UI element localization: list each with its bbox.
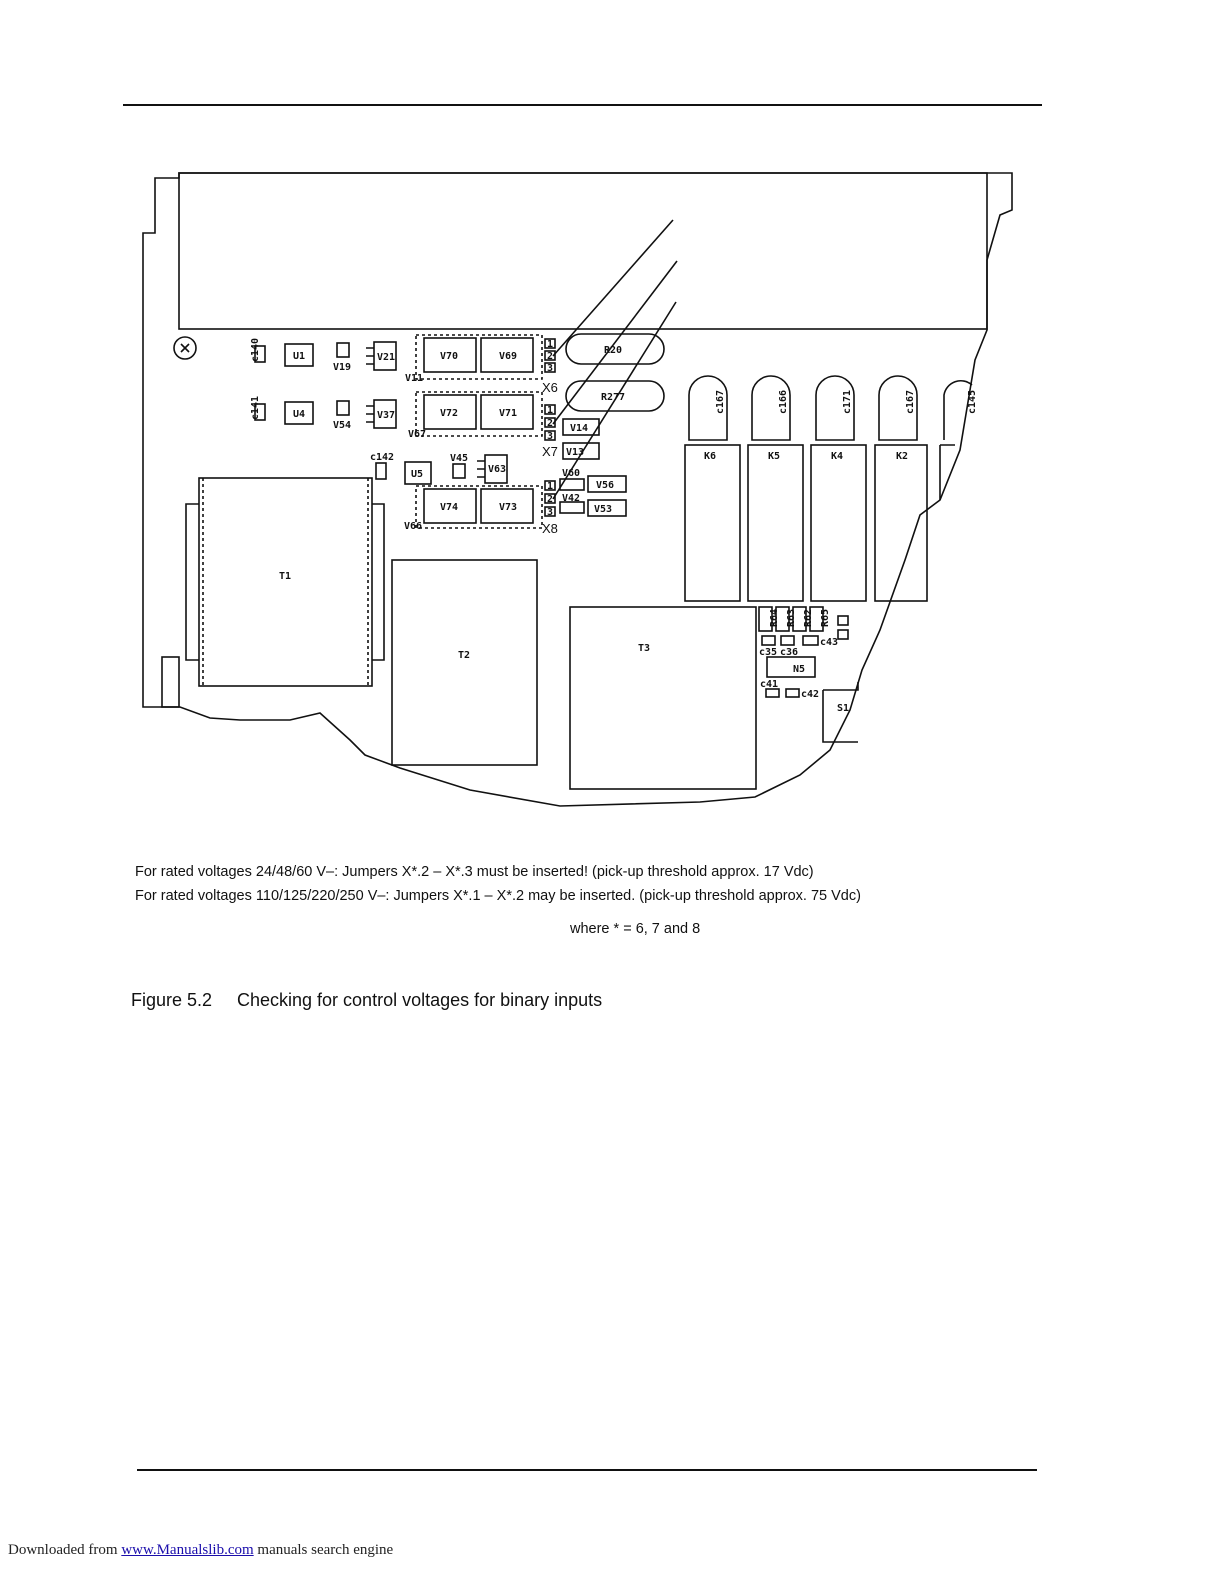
label-c167b: c167 <box>905 390 916 414</box>
pcb-diagram: c140 c141 c142 U1 U4 U5 V19 V54 V21 V37 … <box>142 172 1013 807</box>
label-c166: c166 <box>778 390 789 414</box>
x8-pin-3: 3 <box>547 507 553 518</box>
note-high-voltage: For rated voltages 110/125/220/250 V–: J… <box>135 888 861 904</box>
label-v11: V11 <box>405 373 423 384</box>
x6-pin-3: 3 <box>547 363 553 374</box>
label-v73: V73 <box>499 502 517 513</box>
pcb-drawing: c140 c141 c142 U1 U4 U5 V19 V54 V21 V37 … <box>142 172 1013 807</box>
label-c42: c42 <box>801 689 819 700</box>
label-v74: V74 <box>440 502 458 513</box>
label-t2: T2 <box>458 650 470 661</box>
label-v56: V56 <box>596 480 614 491</box>
top-connector-block <box>178 172 988 330</box>
label-c145: c145 <box>967 390 978 414</box>
x6-pin-1: 1 <box>547 339 553 350</box>
label-v66: V66 <box>404 521 422 532</box>
label-v13: V13 <box>566 447 584 458</box>
label-t1: T1 <box>279 571 291 582</box>
label-r20: R20 <box>604 345 622 356</box>
label-c171: c171 <box>842 390 853 414</box>
label-k6: K6 <box>704 451 716 462</box>
label-v19: V19 <box>333 362 351 373</box>
label-c140: c140 <box>250 338 261 362</box>
screw-icon <box>173 336 197 360</box>
jumper-label-x7: X7 <box>542 444 558 459</box>
label-r65: R65 <box>820 609 831 627</box>
manualslib-link[interactable]: www.Manualslib.com <box>121 1542 254 1558</box>
transformer-t3 <box>569 606 757 790</box>
label-v21: V21 <box>377 352 395 363</box>
label-c35: c35 <box>759 647 777 658</box>
figure-caption: Figure 5.2 Checking for control voltages … <box>131 990 602 1011</box>
label-v63: V63 <box>488 464 506 475</box>
label-r277: R277 <box>601 392 625 403</box>
label-u5: U5 <box>411 469 423 480</box>
label-u1: U1 <box>293 351 305 362</box>
label-v70: V70 <box>440 351 458 362</box>
download-footer: Downloaded from www.Manualslib.com manua… <box>8 1542 393 1559</box>
note-where: where * = 6, 7 and 8 <box>570 921 701 937</box>
label-v72: V72 <box>440 408 458 419</box>
transformer-t1 <box>198 477 373 687</box>
note-low-voltage: For rated voltages 24/48/60 V–: Jumpers … <box>135 864 814 880</box>
figure-number: Figure 5.2 <box>131 990 213 1010</box>
footer-rule <box>137 1469 1037 1471</box>
footer-suffix: manuals search engine <box>253 1542 394 1558</box>
label-v60: V60 <box>562 468 580 479</box>
label-k2: K2 <box>896 451 908 462</box>
label-v54: V54 <box>333 420 351 431</box>
label-v37: V37 <box>377 410 395 421</box>
jumper-label-x6: X6 <box>542 380 558 395</box>
figure-title: Checking for control voltages for binary… <box>237 990 603 1010</box>
x7-pin-1: 1 <box>547 405 553 416</box>
label-c43: c43 <box>820 637 838 648</box>
label-t3: T3 <box>638 643 650 654</box>
label-v71: V71 <box>499 408 517 419</box>
label-r62: R62 <box>803 609 814 627</box>
label-v53: V53 <box>594 504 612 515</box>
x8-pin-1: 1 <box>547 481 553 492</box>
x8-pin-2: 2 <box>547 494 553 505</box>
transformer-t2 <box>391 559 538 766</box>
label-v14: V14 <box>570 423 588 434</box>
board-tab <box>161 656 180 708</box>
x7-pin-2: 2 <box>547 418 553 429</box>
label-n5: N5 <box>793 664 805 675</box>
label-c141: c141 <box>250 396 261 420</box>
footer-prefix: Downloaded from <box>8 1542 122 1558</box>
x7-pin-3: 3 <box>547 431 553 442</box>
label-v69: V69 <box>499 351 517 362</box>
label-k4: K4 <box>831 451 843 462</box>
label-r64: R64 <box>769 609 780 627</box>
x6-pin-2: 2 <box>547 351 553 362</box>
label-r63: R63 <box>786 609 797 627</box>
header-rule <box>123 104 1042 106</box>
label-c167a: c167 <box>715 390 726 414</box>
label-v42: V42 <box>562 493 580 504</box>
label-c36: c36 <box>780 647 798 658</box>
label-k5: K5 <box>768 451 780 462</box>
label-v45: V45 <box>450 453 468 464</box>
label-u4: U4 <box>293 409 305 420</box>
label-c142: c142 <box>370 452 394 463</box>
label-s1: S1 <box>837 703 849 714</box>
label-c41: c41 <box>760 679 778 690</box>
jumper-label-x8: X8 <box>542 521 558 536</box>
label-v67: V67 <box>408 429 426 440</box>
